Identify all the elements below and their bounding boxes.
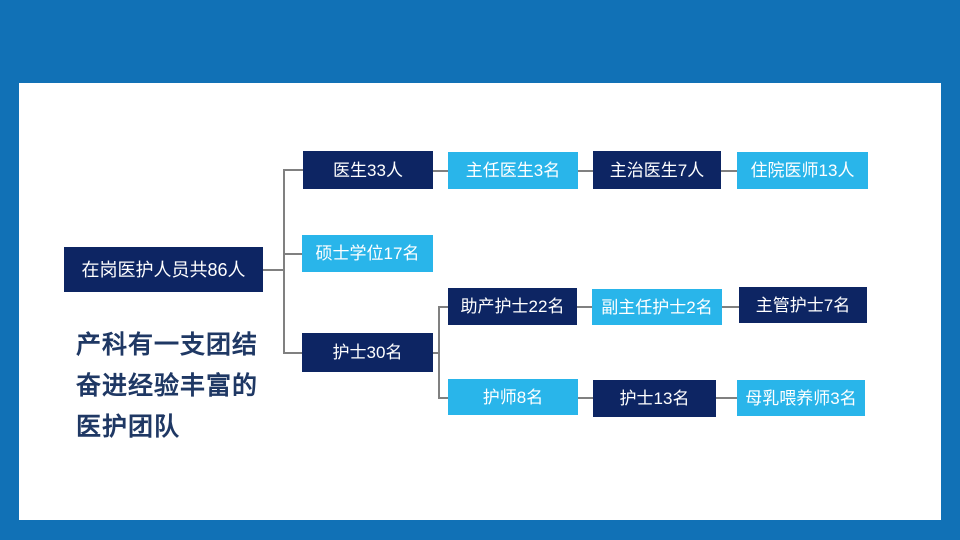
org-node-root: 在岗医护人员共86人 bbox=[64, 247, 263, 292]
team-caption-line: 奋进经验丰富的 bbox=[76, 372, 259, 400]
connector-practitioner-nurse13 bbox=[578, 397, 593, 399]
org-node-doctors: 医生33人 bbox=[303, 151, 433, 189]
org-node-lactation-consultants: 母乳喂养师3名 bbox=[737, 380, 865, 416]
connector-deputy-charge bbox=[722, 306, 739, 308]
team-caption-line: 医护团队 bbox=[76, 413, 181, 441]
connector-stub-doctors bbox=[283, 169, 303, 171]
org-node-attending-physician: 主治医生7人 bbox=[593, 151, 721, 189]
org-node-nurses-13: 护士13名 bbox=[593, 380, 716, 417]
org-node-resident-physician: 住院医师13人 bbox=[737, 152, 868, 189]
connector-chief-attending bbox=[578, 170, 593, 172]
connector-stub-masters bbox=[283, 253, 302, 255]
connector-doctors-chief bbox=[433, 170, 448, 172]
org-node-masters-degree: 硕士学位17名 bbox=[302, 235, 433, 272]
connector-root-horizontal bbox=[263, 269, 283, 271]
connector-stub-nurse-practitioner bbox=[438, 397, 448, 399]
connector-stub-midwife bbox=[438, 306, 448, 308]
connector-main-vertical bbox=[283, 169, 285, 353]
connector-stub-nurses bbox=[283, 352, 302, 354]
org-node-nurses: 护士30名 bbox=[302, 333, 433, 372]
org-node-deputy-chief-nurses: 副主任护士2名 bbox=[592, 289, 722, 325]
connector-nurses-vertical bbox=[438, 306, 440, 399]
connector-nurse13-lactation bbox=[716, 397, 737, 399]
org-node-midwife-nurses: 助产护士22名 bbox=[448, 288, 577, 325]
connector-nurses-horizontal bbox=[433, 352, 440, 354]
org-node-nurse-practitioners: 护师8名 bbox=[448, 379, 578, 415]
org-node-charge-nurses: 主管护士7名 bbox=[739, 287, 867, 323]
connector-midwife-deputy bbox=[577, 306, 592, 308]
connector-attending-resident bbox=[721, 170, 737, 172]
team-caption: 产科有一支团结 奋进经验丰富的 医护团队 bbox=[76, 325, 258, 448]
team-caption-line: 产科有一支团结 bbox=[76, 331, 259, 359]
org-node-chief-physician: 主任医生3名 bbox=[448, 152, 578, 189]
